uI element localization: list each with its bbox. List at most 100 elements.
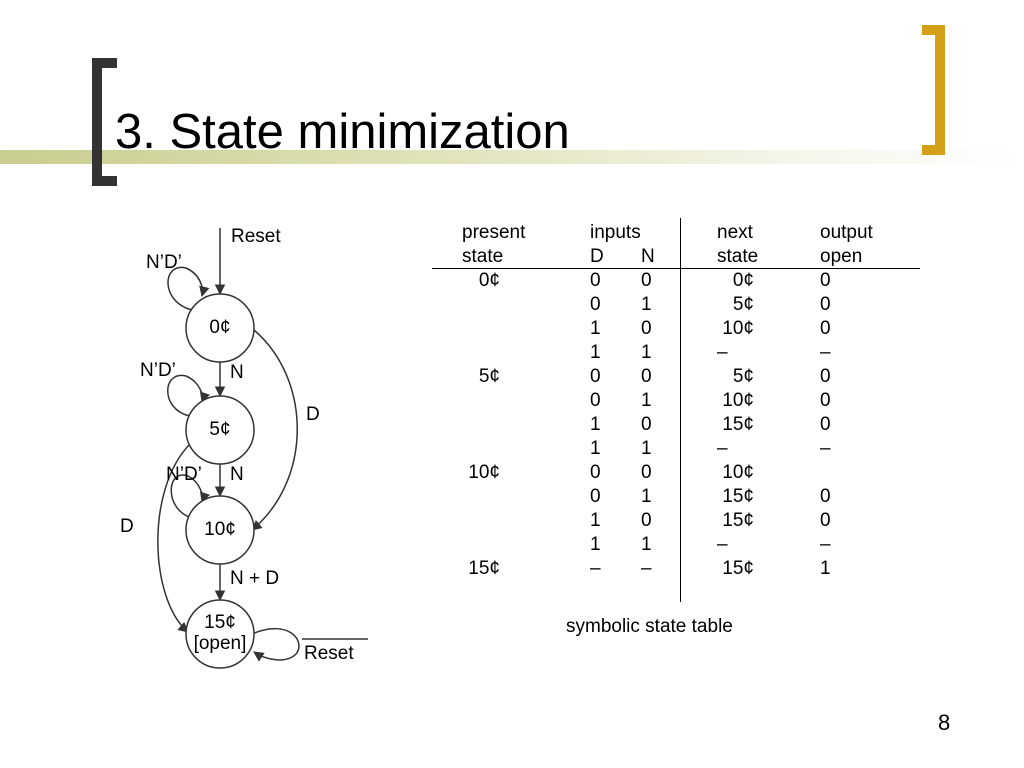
- state-node-5: [185, 395, 255, 465]
- edge-5-15: [157, 443, 191, 633]
- cell-next: 15¢: [722, 558, 754, 579]
- state-label-0: 0¢: [209, 317, 231, 338]
- cell-d: 1: [590, 534, 601, 555]
- cell-output: –: [820, 534, 831, 555]
- edge-label-0-10: D: [306, 404, 320, 425]
- cell-next: 15¢: [722, 486, 754, 507]
- cell-n: 1: [641, 534, 652, 555]
- cell-d: 0: [590, 270, 601, 291]
- cell-output: 0: [820, 486, 831, 507]
- cell-present: 15¢: [468, 558, 500, 579]
- cell-next: 5¢: [732, 294, 754, 315]
- header-input-n: N: [641, 246, 655, 267]
- cell-n: –: [641, 558, 652, 579]
- self-loop-0: [167, 266, 210, 311]
- right-bracket-bottom: [922, 145, 945, 155]
- cell-output: 0: [820, 390, 831, 411]
- reset-label-top: Reset: [231, 226, 281, 247]
- state-label-15: 15¢: [204, 612, 236, 633]
- edge-label-5-15: D: [120, 516, 134, 537]
- page-title: 3. State minimization: [115, 105, 570, 159]
- left-bracket-decoration: [92, 58, 102, 186]
- edge-label-10-15: N + D: [230, 568, 280, 589]
- state-label-10: 10¢: [204, 519, 236, 540]
- cell-next: 15¢: [722, 510, 754, 531]
- edge-label-5-10: N: [230, 464, 244, 485]
- cell-next: 15¢: [722, 414, 754, 435]
- cell-next: 5¢: [732, 366, 754, 387]
- cell-n: 1: [641, 438, 652, 459]
- cell-present: 0¢: [478, 270, 500, 291]
- edge-0-10: [251, 329, 298, 531]
- cell-n: 0: [641, 270, 652, 291]
- state-sublabel-open: [open]: [193, 633, 247, 654]
- cell-next: –: [717, 534, 728, 555]
- table-caption: symbolic state table: [566, 616, 733, 637]
- cell-next: 0¢: [732, 270, 754, 291]
- table-column-divider: [680, 218, 681, 602]
- cell-n: 1: [641, 390, 652, 411]
- self-loop-label-10: N’D’: [166, 464, 202, 485]
- reset-label-bottom: Reset: [304, 643, 354, 664]
- self-loop-10: [170, 474, 210, 519]
- cell-next: 10¢: [722, 390, 754, 411]
- cell-d: 1: [590, 438, 601, 459]
- header-output-open: open: [820, 246, 863, 267]
- cell-output: 0: [820, 318, 831, 339]
- cell-n: 1: [641, 342, 652, 363]
- cell-n: 0: [641, 366, 652, 387]
- self-loop-label-5: N’D’: [140, 360, 176, 381]
- cell-d: 1: [590, 414, 601, 435]
- cell-d: 0: [590, 390, 601, 411]
- cell-next: –: [717, 342, 728, 363]
- title-accent-band: [0, 150, 1024, 164]
- cell-output: 0: [820, 270, 831, 291]
- cell-output: –: [820, 342, 831, 363]
- cell-n: 0: [641, 318, 652, 339]
- cell-d: –: [590, 558, 601, 579]
- state-label-5: 5¢: [209, 419, 231, 440]
- cell-n: 1: [641, 486, 652, 507]
- cell-output: 0: [820, 366, 831, 387]
- cell-d: 0: [590, 366, 601, 387]
- cell-d: 1: [590, 510, 601, 531]
- state-node-10: [185, 495, 255, 565]
- cell-d: 0: [590, 486, 601, 507]
- cell-n: 1: [641, 294, 652, 315]
- right-bracket-decoration: [935, 25, 945, 155]
- edge-label-0-5: N: [230, 362, 244, 383]
- cell-output: 0: [820, 510, 831, 531]
- cell-output: 0: [820, 294, 831, 315]
- state-node-15: [185, 599, 255, 669]
- cell-d: 1: [590, 342, 601, 363]
- cell-next: 10¢: [722, 462, 754, 483]
- cell-next: 10¢: [722, 318, 754, 339]
- right-bracket-top: [922, 25, 945, 35]
- cell-d: 0: [590, 294, 601, 315]
- self-loop-5: [167, 374, 210, 417]
- header-next-state: state: [717, 246, 759, 267]
- self-loop-15: [251, 628, 300, 662]
- self-loop-label-0: N’D’: [146, 252, 182, 273]
- cell-output: 1: [820, 558, 831, 579]
- cell-d: 1: [590, 318, 601, 339]
- cell-output: –: [820, 438, 831, 459]
- cell-n: 0: [641, 462, 652, 483]
- left-bracket-bottom: [92, 176, 117, 186]
- table-header-divider: [432, 268, 920, 269]
- cell-n: 0: [641, 414, 652, 435]
- page-number: 8: [938, 710, 951, 735]
- cell-d: 0: [590, 462, 601, 483]
- header-output: output: [820, 222, 873, 243]
- header-next: next: [717, 222, 753, 243]
- cell-present: 5¢: [478, 366, 500, 387]
- cell-n: 0: [641, 510, 652, 531]
- cell-next: –: [717, 438, 728, 459]
- left-bracket-top: [92, 58, 117, 68]
- cell-present: 10¢: [468, 462, 500, 483]
- header-input-d: D: [590, 246, 604, 267]
- header-state: state: [462, 246, 504, 267]
- header-inputs: inputs: [590, 222, 641, 243]
- cell-output: 0: [820, 414, 831, 435]
